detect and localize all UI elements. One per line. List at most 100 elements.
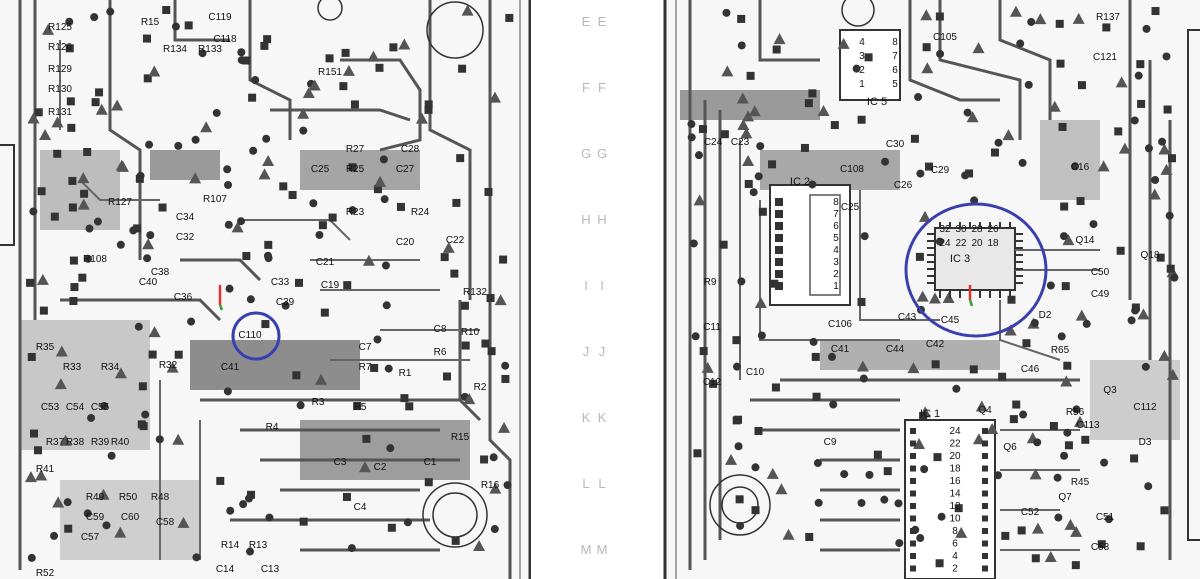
- ref-c58-left: C58: [156, 517, 175, 528]
- ic3-pin-26: 26: [987, 224, 999, 235]
- ref-r130-left: R130: [48, 84, 72, 95]
- ic3-pin-30: 30: [955, 224, 967, 235]
- ref-c119-left: C119: [208, 12, 232, 23]
- ic1-pin-20: 20: [949, 451, 961, 462]
- row-letter-e: E: [582, 14, 595, 29]
- ref-c13-left: C13: [261, 564, 280, 575]
- ref-r37-left: R37: [46, 437, 65, 448]
- ref-r10-left: R10: [461, 327, 480, 338]
- ic1-pin-10: 10: [949, 514, 961, 525]
- row-letter-k: K: [582, 410, 595, 425]
- ref-c43-right: C43: [898, 312, 917, 323]
- ic5-pin-8: 8: [892, 37, 898, 48]
- ref-c1-left: C1: [424, 457, 437, 468]
- highlight-circle-c110: [231, 311, 281, 361]
- ref-c110-left: C110: [238, 330, 262, 341]
- ref-c27-left: C27: [396, 164, 415, 175]
- ref-c36-left: C36: [174, 292, 193, 303]
- ref-q14-right: Q14: [1076, 235, 1095, 246]
- ref-q6-right: Q6: [1003, 442, 1017, 453]
- ref-r65-right: R65: [1051, 345, 1070, 356]
- ref-r131-left: R131: [48, 107, 72, 118]
- ref-q18-right: Q18: [1141, 250, 1160, 261]
- ref-r15-left: R15: [141, 17, 160, 28]
- ref-r27-left: R27: [346, 144, 365, 155]
- ic2-pin-5: 5: [833, 233, 839, 244]
- ic3-pin-22: 22: [955, 238, 967, 249]
- ref-r34-left: R34: [101, 362, 120, 373]
- ic3-pin-20: 20: [971, 238, 983, 249]
- ref-c30-right: C30: [886, 139, 905, 150]
- left-board: [0, 0, 532, 579]
- ref-r5-left: R5: [354, 402, 367, 413]
- ref-r49-left: R49: [86, 492, 105, 503]
- ref-c49-right: C49: [1091, 289, 1110, 300]
- ref-c40-left: C40: [139, 277, 158, 288]
- ref-c53-left: C53: [41, 402, 60, 413]
- ref-c4-left: C4: [354, 502, 367, 513]
- row-letter-l: L: [582, 476, 593, 491]
- ref-c34-left: C34: [176, 212, 195, 223]
- ref-c55-left: C55: [91, 402, 110, 413]
- row-letter-g: G: [581, 146, 595, 161]
- ic2-pin-2: 2: [833, 269, 839, 280]
- ref-c46-right: C46: [1021, 364, 1040, 375]
- ref-c53-right: C53: [1091, 542, 1110, 553]
- ref-r13-left: R13: [249, 540, 268, 551]
- ref-c20-left: C20: [396, 237, 415, 248]
- ref-c52-right: C52: [1021, 507, 1040, 518]
- ref-c60-left: C60: [121, 512, 140, 523]
- ref-c41-right: C41: [831, 344, 850, 355]
- ref-c21-left: C21: [316, 257, 335, 268]
- ref-r48-left: R48: [151, 492, 170, 503]
- ref-r35-left: R35: [36, 342, 55, 353]
- ref-ic2-right: IC 2: [790, 176, 810, 188]
- ref-r56-right: R56: [1066, 407, 1085, 418]
- row-letter-l: L: [598, 476, 609, 491]
- ref-r127-left: R127: [108, 197, 132, 208]
- ref-r23-left: R23: [346, 207, 365, 218]
- ic3-pin-28: 28: [971, 224, 983, 235]
- row-letter-h: H: [597, 212, 610, 227]
- ref-r40-left: R40: [111, 437, 130, 448]
- ref-c121-right: C121: [1093, 52, 1117, 63]
- ref-r3-left: R3: [312, 397, 325, 408]
- ref-r50-left: R50: [119, 492, 138, 503]
- ref-r107-left: R107: [203, 194, 227, 205]
- ref-d3-right: D3: [1139, 437, 1152, 448]
- ref-r32-left: R32: [159, 360, 178, 371]
- ic3-pin-32: 32: [939, 224, 951, 235]
- ref-c25-left: C25: [311, 164, 330, 175]
- ic5-pin-4: 4: [859, 37, 865, 48]
- ref-c10-right: C10: [746, 367, 765, 378]
- ref-r108-left: R108: [83, 254, 107, 265]
- ref-c28-left: C28: [401, 144, 420, 155]
- row-letter-m: M: [597, 542, 612, 557]
- ref-r52-left: R52: [36, 568, 55, 579]
- ic1-pin-24: 24: [949, 426, 961, 437]
- ic5-pin-3: 3: [859, 51, 865, 62]
- ref-c38-left: C38: [151, 267, 170, 278]
- ref-r4-left: R4: [266, 422, 279, 433]
- ref-c22-left: C22: [446, 235, 465, 246]
- ref-r129-left: R129: [48, 64, 72, 75]
- ref-c29-right: C29: [931, 165, 950, 176]
- ic2-pin-6: 6: [833, 221, 839, 232]
- ref-r126-left: R126: [48, 42, 72, 53]
- ic5-package: [839, 29, 901, 101]
- ref-c24-right: C24: [704, 137, 723, 148]
- ref-c11-right: C11: [703, 322, 721, 333]
- ref-ic3-right: IC 3: [950, 253, 970, 265]
- ref-r137-right: R137: [1096, 12, 1120, 23]
- ic1-pin-8: 8: [952, 526, 958, 537]
- row-letter-i: I: [584, 278, 592, 293]
- ic2-pin-3: 3: [833, 257, 839, 268]
- ic5-pin-2: 2: [859, 65, 865, 76]
- ref-r6-left: R6: [434, 347, 447, 358]
- ic5-pin-6: 6: [892, 65, 898, 76]
- ref-c45-right: C45: [941, 315, 960, 326]
- ref-c26-right: C26: [894, 180, 913, 191]
- ref-c118-left: C118: [213, 34, 237, 45]
